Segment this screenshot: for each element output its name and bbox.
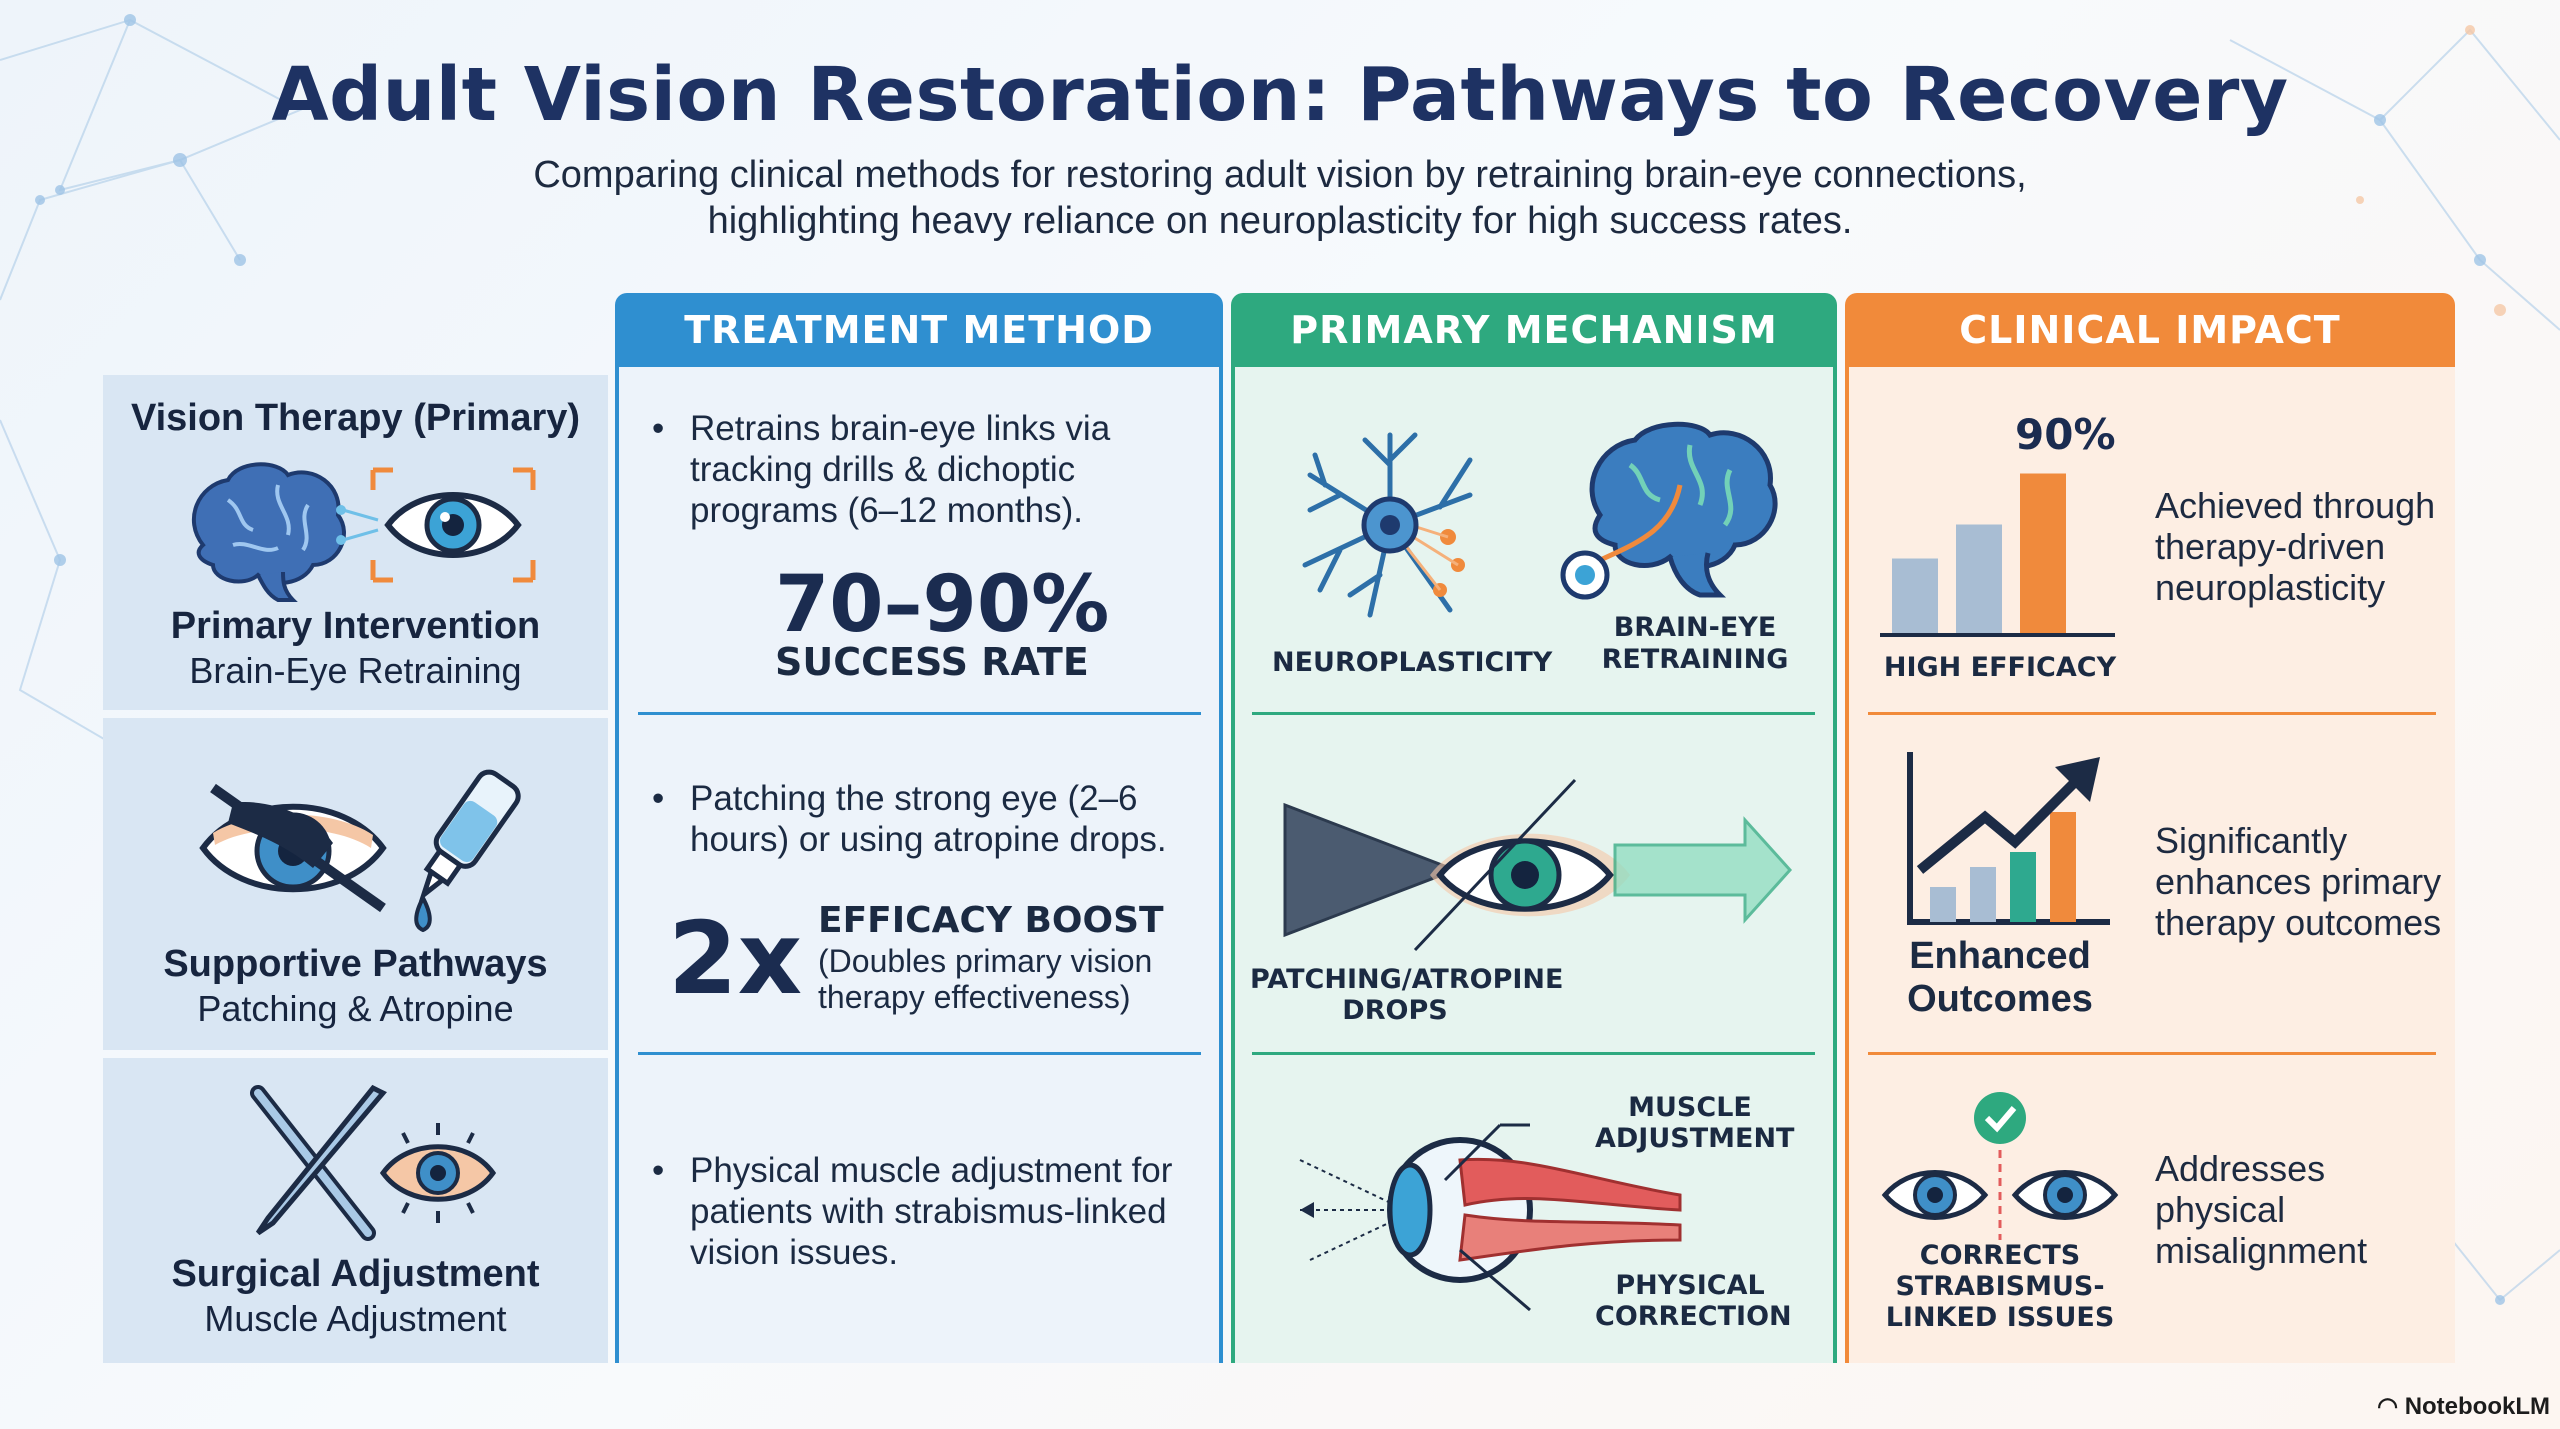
efficacy-bar-chart xyxy=(1880,473,2115,637)
divider-impact-2 xyxy=(1868,1052,2436,1055)
divider-treatment-2 xyxy=(638,1052,1201,1055)
efficacy-boost-label: EFFICACY BOOST xyxy=(818,900,1164,941)
forceps-icon xyxy=(255,1084,387,1236)
row-label-vision-therapy: Vision Therapy (Primary) Primary Interve… xyxy=(103,375,608,710)
efficacy-bar xyxy=(2020,473,2066,635)
mechanism-label-line: BRAIN-EYE xyxy=(1613,612,1777,643)
row-label-supportive: Supportive Pathways Patching & Atropine xyxy=(103,718,608,1050)
mechanism-label-line: ADJUSTMENT xyxy=(1595,1123,1795,1154)
impact-label-line: Enhanced xyxy=(1909,935,2091,977)
impact-value: 90% xyxy=(2015,410,2116,459)
page-subtitle: Comparing clinical methods for restoring… xyxy=(380,152,2180,244)
row-subheading: Brain-Eye Retraining xyxy=(189,650,522,691)
subtitle-line-2: highlighting heavy reliance on neuroplas… xyxy=(707,200,1853,242)
column-header-impact: CLINICAL IMPACT xyxy=(1845,293,2455,367)
impact-label-line: CORRECTS xyxy=(1919,1240,2081,1271)
success-rate-value: 70–90% xyxy=(775,560,1110,650)
efficacy-bar xyxy=(1956,524,2002,635)
column-header-mechanism: PRIMARY MECHANISM xyxy=(1231,293,1837,367)
divider-mechanism-1 xyxy=(1252,712,1815,715)
impact-text-1: Achieved through therapy-driven neuropla… xyxy=(2155,485,2436,608)
brand-text: NotebookLM xyxy=(2404,1393,2550,1420)
column-impact xyxy=(1845,367,2455,1363)
mechanism-label-patching: PATCHING/ATROPINE DROPS xyxy=(1250,964,1564,1026)
row-heading: Primary Intervention xyxy=(170,605,541,647)
mechanism-label-line: DROPS xyxy=(1342,995,1448,1026)
impact-label-line: LINKED ISSUES xyxy=(1885,1302,2115,1333)
efficacy-boost-note: (Doubles primary vision therapy effectiv… xyxy=(818,943,1153,1015)
row-subheading: Muscle Adjustment xyxy=(204,1298,507,1339)
treatment-bullet-1: Retrains brain-eye links via tracking dr… xyxy=(652,408,1172,531)
impact-label-enhanced: Enhanced Outcomes xyxy=(1880,935,2120,1021)
mechanism-label-physical: PHYSICAL CORRECTION xyxy=(1595,1270,1792,1332)
mechanism-label-brain-eye: BRAIN-EYE RETRAINING xyxy=(1600,612,1790,676)
brand-label: ◠ NotebookLM xyxy=(2377,1392,2550,1421)
notebooklm-icon: ◠ xyxy=(2377,1393,2405,1420)
column-header-treatment: TREATMENT METHOD xyxy=(615,293,1223,367)
patched-eye-mechanism-icon xyxy=(1283,778,1793,952)
row-title: Vision Therapy (Primary) xyxy=(130,397,581,439)
divider-treatment-1 xyxy=(638,712,1201,715)
row-subheading: Patching & Atropine xyxy=(197,988,514,1029)
treatment-bullet-2: Patching the strong eye (2–6 hours) or u… xyxy=(652,778,1172,860)
impact-label-high-efficacy: HIGH EFFICACY xyxy=(1883,652,2117,683)
mechanism-label-line: MUSCLE xyxy=(1628,1092,1752,1123)
row-heading: Supportive Pathways xyxy=(163,943,548,985)
mechanism-label-neuroplasticity: NEUROPLASTICITY xyxy=(1272,647,1553,678)
divider-mechanism-2 xyxy=(1252,1052,1815,1055)
patched-eye-icon xyxy=(199,783,387,913)
trend-chart-icon xyxy=(1907,752,2110,925)
impact-label-strabismus: CORRECTS STRABISMUS- LINKED ISSUES xyxy=(1880,1240,2120,1333)
subtitle-line-1: Comparing clinical methods for restoring… xyxy=(533,154,2027,196)
neuron-icon xyxy=(1302,432,1473,618)
divider-impact-1 xyxy=(1868,712,2436,715)
aligned-eyes-icon xyxy=(1881,1092,2119,1240)
row-label-surgical: Surgical Adjustment Muscle Adjustment xyxy=(103,1058,608,1363)
impact-label-line: Outcomes xyxy=(1907,978,2093,1020)
efficacy-bar xyxy=(1892,558,1938,635)
impact-text-2: Significantly enhances primary therapy o… xyxy=(2155,820,2442,943)
impact-text-3: Addresses physical misalignment xyxy=(2155,1148,2368,1271)
success-rate-label: SUCCESS RATE xyxy=(775,640,1089,684)
brain-icon xyxy=(192,462,346,602)
eye-icon xyxy=(336,467,536,583)
eye-icon xyxy=(379,1123,497,1223)
mechanism-label-line: CORRECTION xyxy=(1595,1301,1792,1332)
treatment-bullet-3: Physical muscle adjustment for patients … xyxy=(652,1150,1192,1273)
mechanism-label-line: PHYSICAL xyxy=(1615,1270,1765,1301)
mechanism-label-muscle: MUSCLE ADJUSTMENT xyxy=(1595,1092,1795,1154)
efficacy-boost-value: 2x xyxy=(668,900,803,1017)
row-heading: Surgical Adjustment xyxy=(171,1253,540,1295)
eye-drop-icon xyxy=(414,769,521,933)
mechanism-label-line: RETRAINING xyxy=(1601,644,1789,675)
mechanism-label-line: PATCHING/ATROPINE xyxy=(1250,964,1564,995)
impact-label-line: STRABISMUS- xyxy=(1895,1271,2105,1302)
eye-muscle-icon xyxy=(1299,1123,1682,1312)
brain-eye-icon xyxy=(1560,421,1778,600)
page-title: Adult Vision Restoration: Pathways to Re… xyxy=(271,52,2289,138)
